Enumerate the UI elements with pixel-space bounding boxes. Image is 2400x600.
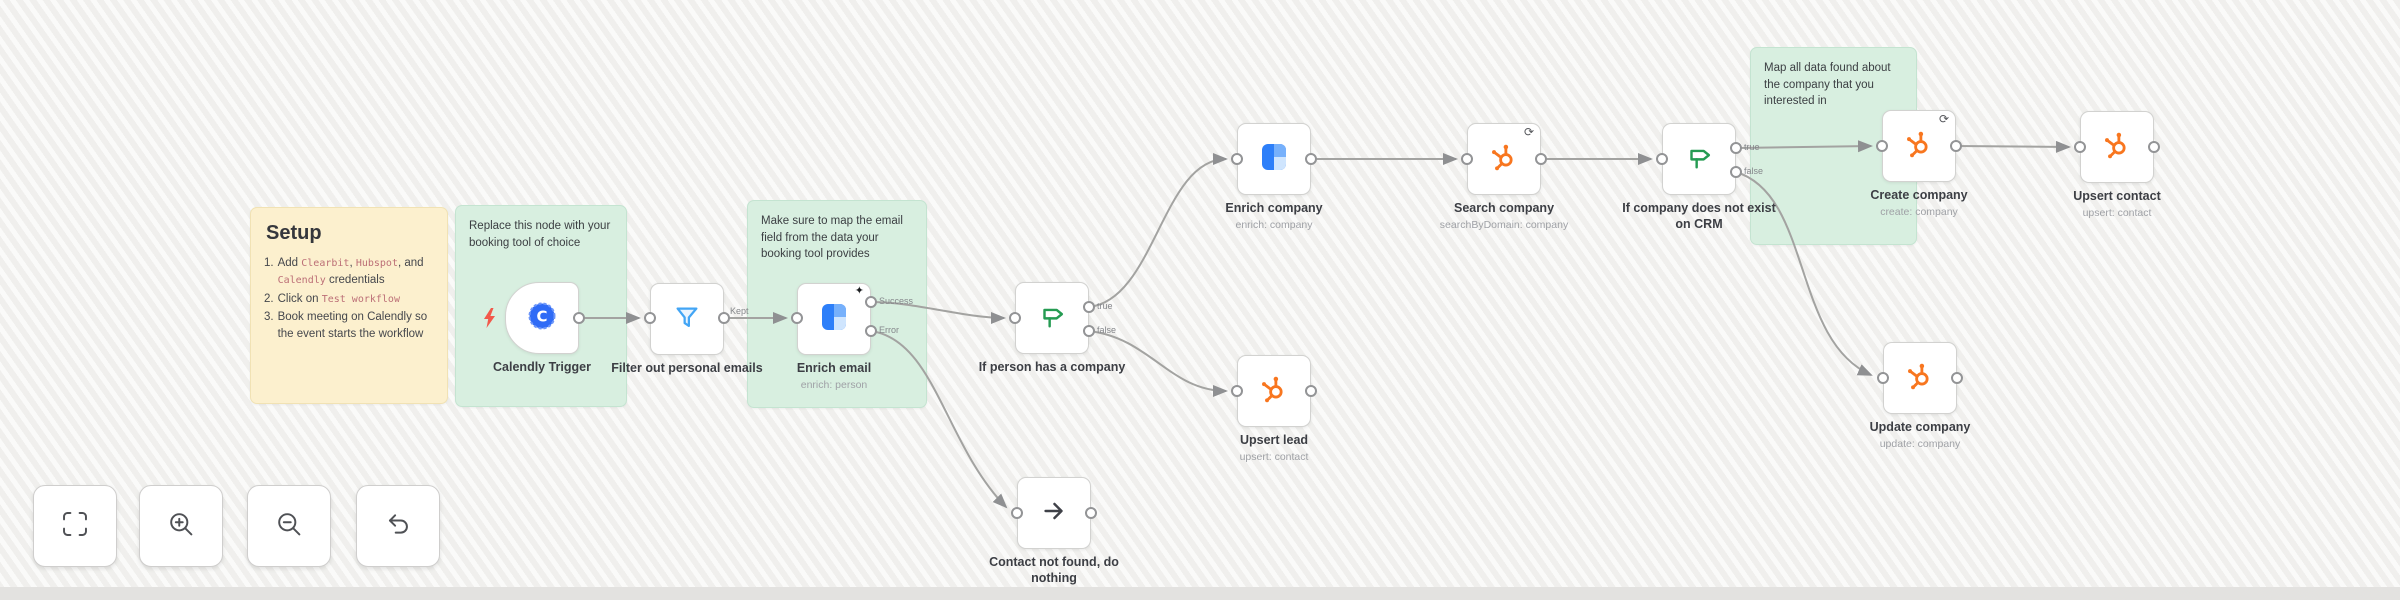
fit-view-icon xyxy=(60,509,90,544)
sticky-note-title: Setup xyxy=(266,222,322,244)
arrow-right-icon xyxy=(1039,496,1069,531)
node-subtitle: enrich: company xyxy=(1235,219,1313,231)
node-label: Upsert contact xyxy=(2073,189,2161,203)
node-search-company[interactable]: ⟳ Search company searchByDomain: company xyxy=(1440,123,1568,231)
reset-zoom-icon xyxy=(383,509,413,544)
node-enrich-company[interactable]: Enrich company enrich: company xyxy=(1225,123,1323,231)
node-label: Calendly Trigger xyxy=(493,360,591,374)
edge-label-error: Error xyxy=(879,325,899,335)
node-label: If company does not exist on CRM xyxy=(1622,201,1776,231)
setup-step-2: 2. Click on Test workflow xyxy=(264,292,400,305)
hubspot-icon xyxy=(1258,373,1290,410)
node-enrich-email[interactable]: ✦ Enrich email enrich: person xyxy=(797,283,871,391)
retry-icon: ⟳ xyxy=(1523,125,1534,139)
node-label: Upsert lead xyxy=(1239,433,1309,447)
setup-step-1: 1. Add Clearbit, Hubspot, and Calendly c… xyxy=(264,257,424,287)
edge-label-true: true xyxy=(1744,142,1760,152)
node-upsert-contact[interactable]: Upsert contact upsert: contact xyxy=(2073,111,2161,219)
clearbit-icon xyxy=(1258,141,1290,178)
zoom-out-button[interactable] xyxy=(247,485,331,567)
edge-label-false: false xyxy=(1744,166,1764,176)
node-if-person-has-company[interactable]: If person has a company xyxy=(979,282,1125,374)
node-label: Contact not found, do nothing xyxy=(989,555,1119,585)
reset-zoom-button[interactable] xyxy=(356,485,440,567)
node-label: Enrich email xyxy=(796,361,872,375)
trigger-bolt-icon xyxy=(481,308,497,333)
sparkle-icon: ✦ xyxy=(854,285,864,297)
filter-icon xyxy=(672,302,702,337)
node-label: Filter out personal emails xyxy=(611,361,763,375)
edge-label-kept: Kept xyxy=(730,306,749,316)
svg-text:C: C xyxy=(536,307,547,325)
fit-view-button[interactable] xyxy=(33,485,117,567)
sticky-note-replace-booking[interactable]: Replace this node with your booking tool… xyxy=(455,205,627,407)
setup-step-3: 3. Book meeting on Calendly so the event… xyxy=(264,310,428,340)
node-filter-out-personal-emails[interactable]: Filter out personal emails xyxy=(611,283,763,375)
hubspot-icon xyxy=(1903,128,1935,165)
node-upsert-lead[interactable]: Upsert lead upsert: contact xyxy=(1237,355,1311,463)
node-label: Create company xyxy=(1870,188,1968,202)
node-calendly-trigger[interactable]: C Calendly Trigger xyxy=(484,282,591,374)
edge-label-false: false xyxy=(1097,325,1117,335)
edge-label-true: true xyxy=(1097,301,1113,311)
hubspot-icon xyxy=(1488,141,1520,178)
if-signpost-icon xyxy=(1684,142,1714,177)
node-create-company[interactable]: ⟳ Create company create: company xyxy=(1870,110,1968,218)
if-signpost-icon xyxy=(1037,301,1067,336)
canvas-bottom-band xyxy=(0,587,2400,600)
node-label: Search company xyxy=(1453,201,1555,215)
zoom-in-button[interactable] xyxy=(139,485,223,567)
node-contact-not-found-noop[interactable]: Contact not found, do nothing xyxy=(989,477,1119,585)
node-subtitle: searchByDomain: company xyxy=(1439,219,1569,231)
retry-icon: ⟳ xyxy=(1938,112,1949,126)
calendly-icon: C xyxy=(526,300,558,337)
node-subtitle: upsert: contact xyxy=(2082,207,2152,219)
hubspot-icon xyxy=(1904,360,1936,397)
node-if-company-not-exists[interactable]: If company does not exist on CRM xyxy=(1622,123,1776,231)
node-subtitle: enrich: person xyxy=(800,379,868,391)
node-label: Enrich company xyxy=(1225,201,1323,215)
hubspot-icon xyxy=(2101,129,2133,166)
zoom-out-icon xyxy=(274,509,304,544)
node-label: If person has a company xyxy=(978,360,1126,374)
node-subtitle: upsert: contact xyxy=(1239,451,1309,463)
sticky-note-setup[interactable]: Setup 1. Add Clearbit, Hubspot, and Cale… xyxy=(250,207,448,404)
zoom-in-icon xyxy=(166,509,196,544)
edge-label-success: Success xyxy=(879,296,914,306)
clearbit-icon xyxy=(818,301,850,338)
node-label: Update company xyxy=(1869,420,1971,434)
node-subtitle: update: company xyxy=(1879,438,1961,450)
node-subtitle: create: company xyxy=(1880,206,1958,218)
node-update-company[interactable]: Update company update: company xyxy=(1870,342,1970,450)
